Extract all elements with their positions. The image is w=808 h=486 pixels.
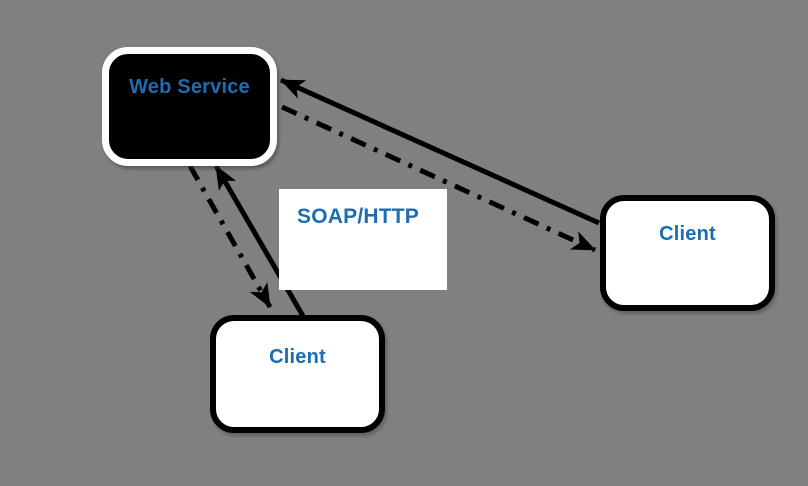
web-service-node: Web Service [102, 47, 277, 166]
web-service-label: Web Service [129, 76, 250, 98]
client-right-label: Client [659, 223, 716, 245]
client-bottom-label: Client [269, 346, 326, 368]
edge-client-bottom-to-web-service [213, 164, 306, 318]
client-right-node: Client [600, 195, 775, 311]
edge-client-right-to-web-service [279, 77, 601, 226]
protocol-label: SOAP/HTTP [297, 205, 419, 228]
edge-web-service-to-client-bottom [187, 164, 273, 309]
client-bottom-node: Client [210, 315, 385, 433]
protocol-label-box: SOAP/HTTP [279, 189, 447, 290]
